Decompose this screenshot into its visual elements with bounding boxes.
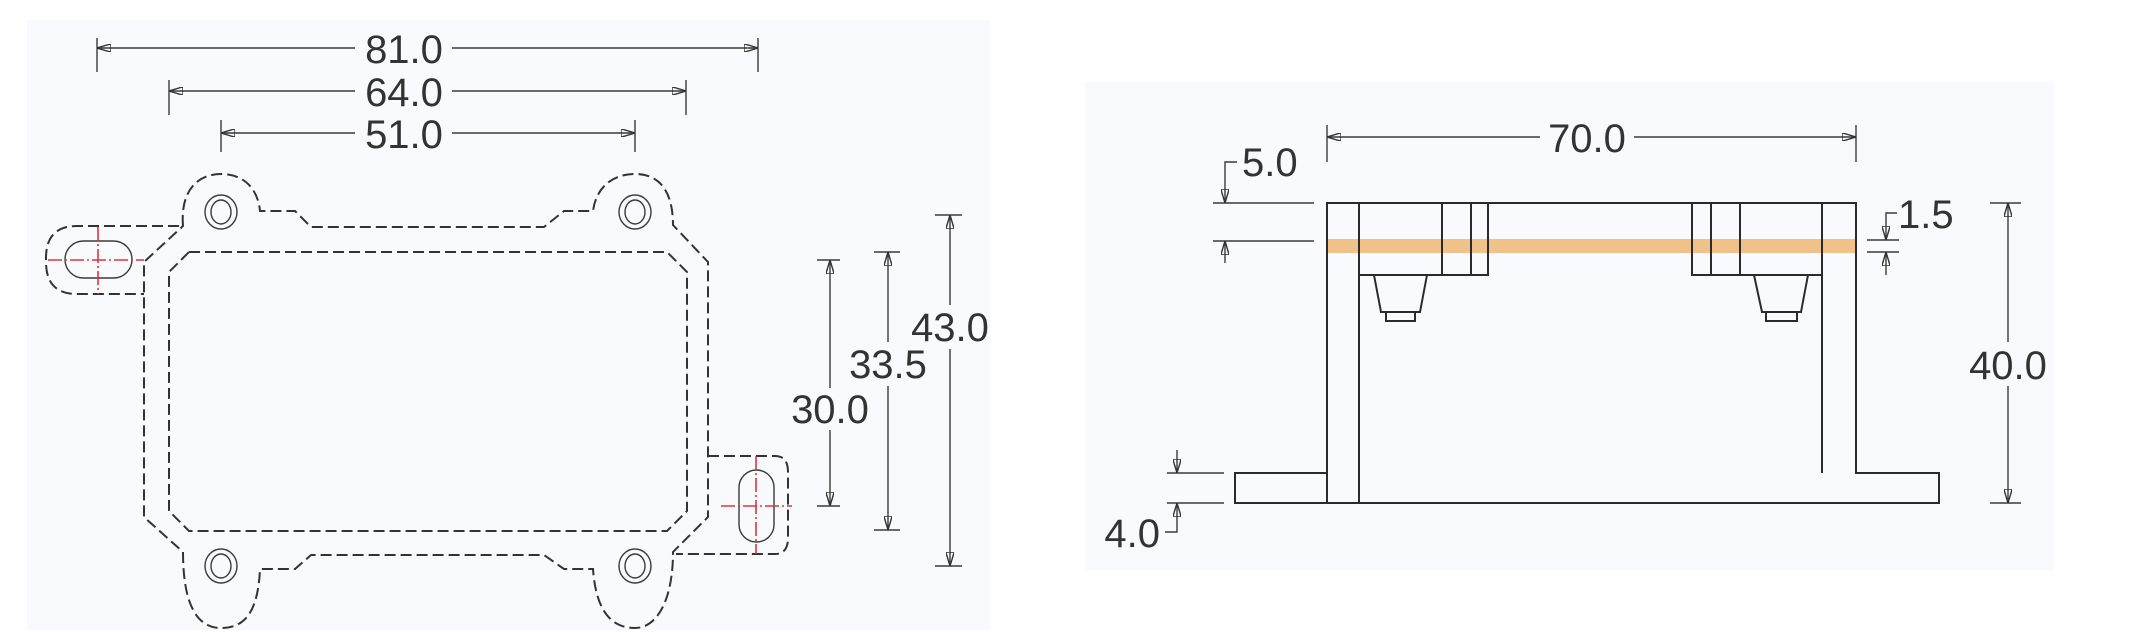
inner-cavity-outline — [168, 251, 688, 532]
dimension-label: 4.0 — [1104, 512, 1160, 556]
mounting-hole — [204, 548, 238, 584]
dimension-label: 51.0 — [365, 113, 443, 157]
dimension-4: 4.0 — [1104, 450, 1224, 556]
mounting-hole — [204, 194, 238, 230]
mounting-hole — [618, 194, 652, 230]
top-view-panel — [27, 20, 990, 630]
dimension-label: 40.0 — [1969, 344, 2047, 388]
dimension-30: 30.0 — [791, 259, 869, 507]
dimension-label: 30.0 — [791, 388, 869, 432]
mounting-hole — [618, 548, 652, 584]
dimension-81: 81.0 — [96, 28, 759, 72]
right-mounting-tab — [676, 455, 789, 555]
side-view-panel — [1085, 82, 2054, 570]
dimension-label: 64.0 — [365, 71, 443, 115]
dimension-64: 64.0 — [168, 71, 687, 115]
dimension-label: 33.5 — [849, 343, 927, 387]
housing-outline — [143, 172, 709, 630]
dimension-label: 70.0 — [1548, 117, 1626, 161]
right-standoff-block — [1691, 203, 1822, 322]
dimension-70: 70.0 — [1326, 117, 1857, 162]
top-view: 81.0 64.0 51.0 30.0 33.5 — [27, 20, 990, 630]
dimension-51: 51.0 — [220, 113, 636, 157]
dimension-5: 5.0 — [1213, 141, 1314, 263]
dimension-40: 40.0 — [1969, 202, 2047, 504]
dimension-label: 43.0 — [911, 306, 989, 350]
dimension-33-5: 33.5 — [849, 251, 927, 531]
dimension-label: 1.5 — [1898, 193, 1954, 237]
side-view: 70.0 5.0 1.5 40.0 4.0 — [1085, 82, 2054, 570]
left-mounting-tab — [45, 225, 179, 295]
pcb-board — [1327, 239, 1856, 253]
dimension-label: 81.0 — [365, 28, 443, 72]
left-standoff-block — [1359, 203, 1489, 322]
dimension-1-5: 1.5 — [1867, 193, 1954, 275]
dimension-43: 43.0 — [911, 214, 989, 567]
dimension-label: 5.0 — [1242, 141, 1298, 185]
